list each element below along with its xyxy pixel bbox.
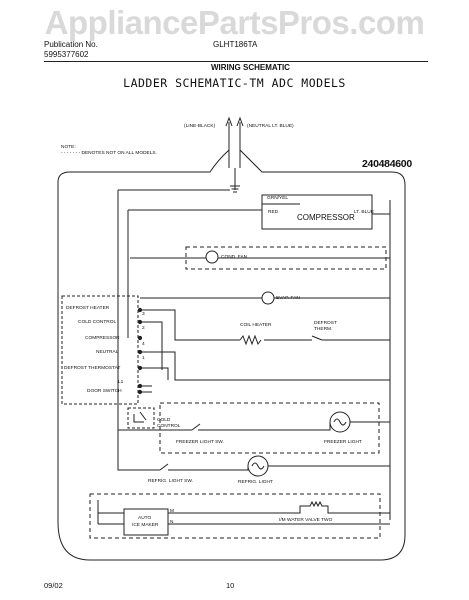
refrig-light-switch-symbol [159,463,169,471]
freezer-light-switch-symbol [191,423,201,431]
ice-maker-label-1: AUTO [138,516,152,521]
model-number: GLHT186TA [213,40,258,49]
coil-heater-label: COIL HEATER [240,323,272,328]
evap-fan-label: EVAP. FAN [276,296,300,301]
cold-control-switch [127,407,155,429]
water-valve-label: I/M WATER VALVE TWO [279,518,333,523]
compressor-wire-right: LT. BLUE [354,210,374,215]
footer-page: 10 [226,581,235,590]
header-rule [44,61,428,62]
note-label: NOTE: [61,145,76,150]
footer-date: 09/02 [44,581,63,590]
ice-maker-pin-m: M [170,509,174,514]
cold-control-label: COLD CONTROL [157,418,181,429]
publication-number: 5995377602 [44,50,89,59]
freezer-light-circuit [159,402,380,454]
terminal-door-switch: DOOR SWITCH [87,389,122,394]
compressor-wire-top: GRN/YEL [267,196,289,201]
terminal-cold-control: COLD CONTROL [78,320,117,325]
terminal-dots [137,307,143,395]
compressor-label: COMPRESSOR [297,213,355,222]
terminal-number-4: 1 [142,356,145,361]
cond-fan-label: COND. FAN [221,255,248,260]
refrig-light-bulb [247,455,269,477]
cond-fan-icon [205,250,219,264]
line-label: (LINE-BLACK) [184,124,216,129]
freezer-light-bulb [329,411,351,433]
section-title: WIRING SCHEMATIC [211,63,290,72]
terminal-compressor: COMPRESSOR [85,336,120,341]
supply-loop [57,149,406,561]
defrost-therm-label: DEFROST THERM. [314,321,337,332]
ice-maker-area [89,493,381,539]
terminal-neutral: NEUTRAL [96,350,119,355]
coil-heater-symbol [239,334,262,346]
part-number: 240484600 [362,158,412,170]
freezer-light-label: FREEZER LIGHT [324,440,362,445]
refrig-light-label: REFRIG. LIGHT [238,480,273,485]
terminal-defrost-thermostat: DEFROST THERMOSTAT [64,366,121,371]
control-module [61,295,139,405]
terminal-defrost-heater: DEFROST HEATER [66,306,110,311]
compressor-wire-left: RED [268,210,279,215]
compressor-box [261,194,373,230]
defrost-therm-symbol [311,335,390,341]
terminal-number-3: 4 [142,342,145,347]
ice-maker-label-2: ICE MAKER [132,523,159,528]
refrig-light-switch-label: REFRIG. LIGHT SW. [148,479,193,484]
evap-fan-icon [261,291,275,305]
terminal-l1: L1 [118,380,124,385]
freezer-light-switch-label: FREEZER LIGHT SW. [176,440,224,445]
watermark: AppliancePartsPros.com [44,4,425,41]
schematic-title: LADDER SCHEMATIC-TM ADC MODELS [123,76,346,90]
publication-label: Publication No. [44,40,98,49]
note-text: - - - - - - - DENOTES NOT ON ALL MODELS. [61,151,157,156]
terminal-number-2: 2 [142,326,145,331]
ice-maker-pin-n: N [170,520,174,525]
power-plug [225,116,244,193]
neutral-label: (NEUTRAL LT. BLUE) [247,124,294,129]
terminal-number-1: 3 [142,312,145,317]
ice-maker-box [123,508,169,536]
